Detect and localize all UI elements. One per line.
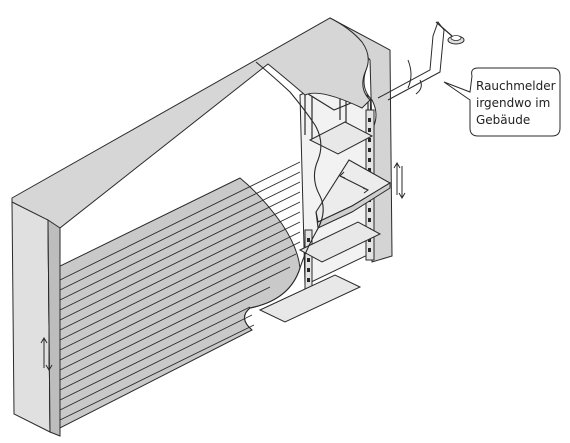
- smoke-detector-icon: [435, 21, 465, 45]
- callout-line-2: irgendwo im: [476, 96, 550, 110]
- shelf-top: [308, 121, 374, 155]
- vertical-move-arrow-left: [40, 337, 53, 371]
- cabinet-top-fascia: [11, 17, 371, 233]
- cabinet-left-panel: [11, 201, 51, 433]
- shutter-slats: [59, 161, 301, 421]
- callout-line-3: Gebäude: [476, 113, 530, 127]
- cabinet-left-corner: [47, 219, 61, 437]
- shelf-lower: [298, 221, 382, 263]
- pull-out-shelf: [315, 159, 392, 229]
- callout-line-1: Rauchmelder: [476, 79, 556, 93]
- shutter-torn-edge: [243, 61, 324, 331]
- shelf-bottom: [258, 274, 362, 323]
- callout-bubble: Rauchmelder irgendwo im Gebäude: [443, 67, 561, 137]
- vertical-move-arrow-right: [393, 162, 406, 199]
- shelf-slide-arrow: [339, 171, 370, 194]
- detector-cable: [377, 20, 445, 101]
